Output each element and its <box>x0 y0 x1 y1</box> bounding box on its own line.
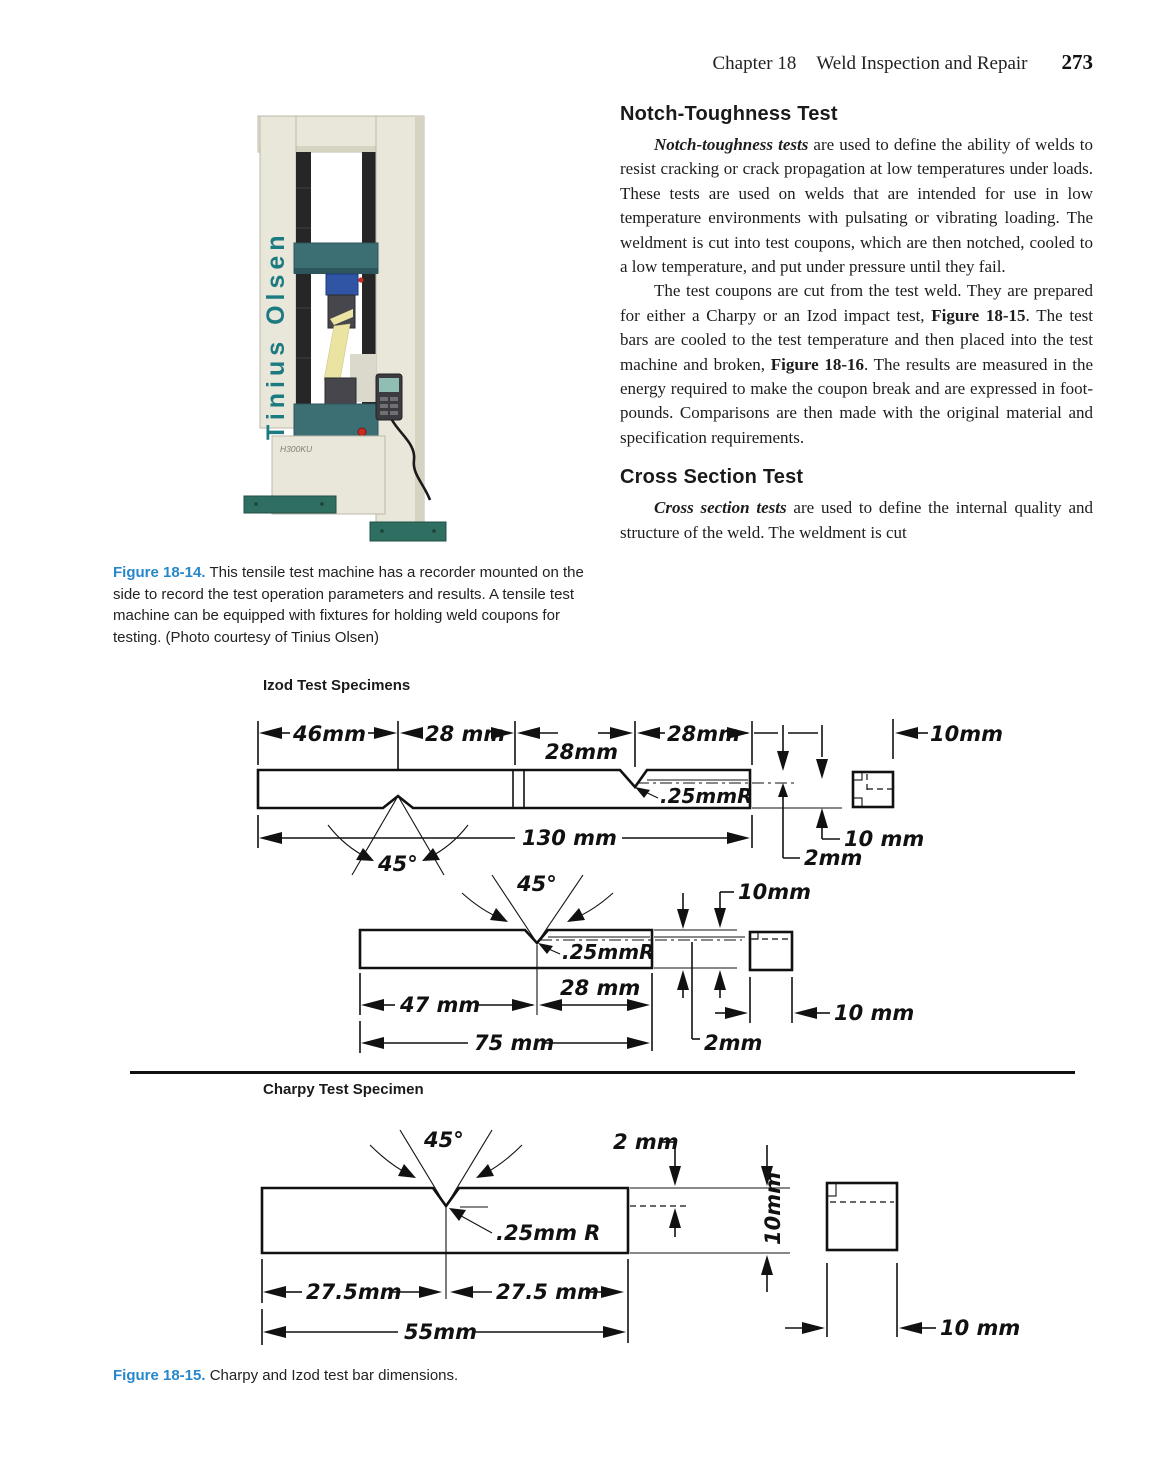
text-segment: Figure 18-16 <box>770 354 864 374</box>
page-header: Chapter 18 Weld Inspection and Repair 273 <box>620 50 1093 75</box>
chapter-label: Chapter 18 <box>712 53 797 74</box>
izod1-28mm-b-label: 28mm <box>545 740 618 764</box>
section-heading: Notch-Toughness Test <box>620 103 838 125</box>
text-segment: Figure 18-15 <box>931 305 1026 325</box>
izod2-47mm-label: 47 mm <box>399 993 480 1017</box>
charpy-diagram: 45° .25mm R 27.5mm 27.5 mm 55mm <box>130 1085 1080 1365</box>
text-segment: are used to define the ability of welds … <box>620 135 1093 277</box>
figure-18-14-caption: Figure 18-14. This tensile test machine … <box>113 562 585 648</box>
charpy-diagram-title: Charpy Test Specimen <box>263 1081 424 1098</box>
text-segment: are used to define the internal quality … <box>620 498 1093 542</box>
izod1-radius-label: .25mmR <box>660 784 753 808</box>
charpy-45deg-label: 45° <box>423 1128 464 1152</box>
figure-18-14-label: Figure 18-14. <box>113 564 206 581</box>
page-number: 273 <box>1061 50 1094 74</box>
figure-18-14-text: This tensile test machine has a recorder… <box>113 564 584 646</box>
charpy-10mm-vert-label: 10mm <box>761 1172 785 1245</box>
izod1-2mm-label: 2mm <box>804 846 862 870</box>
figure-18-15-caption: Figure 18-15. Charpy and Izod test bar d… <box>113 1365 733 1387</box>
recorder-handset <box>375 373 432 501</box>
machine-model-label: H300KU <box>280 444 313 454</box>
izod1-10mm-bot-label: 10 mm <box>844 827 924 851</box>
izod2-75mm-label: 75 mm <box>474 1031 554 1055</box>
izod2-45deg-label: 45° <box>516 872 557 896</box>
izod1-46mm-label: 46mm <box>292 722 366 746</box>
text-segment: . The results are measured in the energy… <box>620 354 1093 447</box>
machine-brand-label: Tinius Olsen <box>262 230 290 440</box>
charpy-275a-label: 27.5mm <box>306 1280 402 1304</box>
tensile-machine-illustration: H300KU Tinius Olsen <box>243 115 447 542</box>
charpy-275b-label: 27.5 mm <box>496 1280 599 1304</box>
charpy-10mm-bot-label: 10 mm <box>940 1316 1020 1340</box>
izod1-130mm-label: 130 mm <box>522 826 617 850</box>
izod2-28mm-label: 28 mm <box>560 976 640 1000</box>
izod1-10mm-top-label: 10mm <box>930 722 1003 746</box>
izod2-10mm-top-label: 10mm <box>738 880 811 904</box>
figure-18-15-label: Figure 18-15. <box>113 1367 206 1384</box>
izod-diagram-title: Izod Test Specimens <box>263 677 411 694</box>
text-segment: The test coupons are cut from the test w… <box>620 281 1093 325</box>
izod1-45deg-label: 45° <box>377 852 418 876</box>
text-segment: . The test bars are cooled to the test t… <box>620 305 1093 374</box>
text-segment: Notch-toughness tests <box>654 135 809 154</box>
charpy-radius-label: .25mm R <box>496 1221 600 1245</box>
paragraph: Cross section tests are used to define t… <box>620 496 1093 545</box>
text-segment: Cross section tests <box>654 498 787 518</box>
chapter-title: Weld Inspection and Repair <box>816 53 1028 74</box>
charpy-55mm-label: 55mm <box>404 1320 477 1344</box>
paragraph: Notch-toughness tests are used to define… <box>620 133 1093 279</box>
section-heading: Cross Section Test <box>620 466 804 489</box>
paragraph: The test coupons are cut from the test w… <box>620 279 1093 450</box>
tensile-machine-photo: H300KU Tinius Olsen <box>210 108 520 555</box>
izod2-10mm-bot-label: 10 mm <box>834 1001 914 1025</box>
section-divider <box>130 1071 1075 1074</box>
figure-18-15-text: Charpy and Izod test bar dimensions. <box>205 1367 459 1384</box>
izod2-radius-label: .25mmR <box>562 940 655 964</box>
izod2-2mm-label: 2mm <box>704 1031 762 1055</box>
izod-diagram: .25mmR 46mm 28 mm 28mm 28mm <box>130 695 1080 1073</box>
